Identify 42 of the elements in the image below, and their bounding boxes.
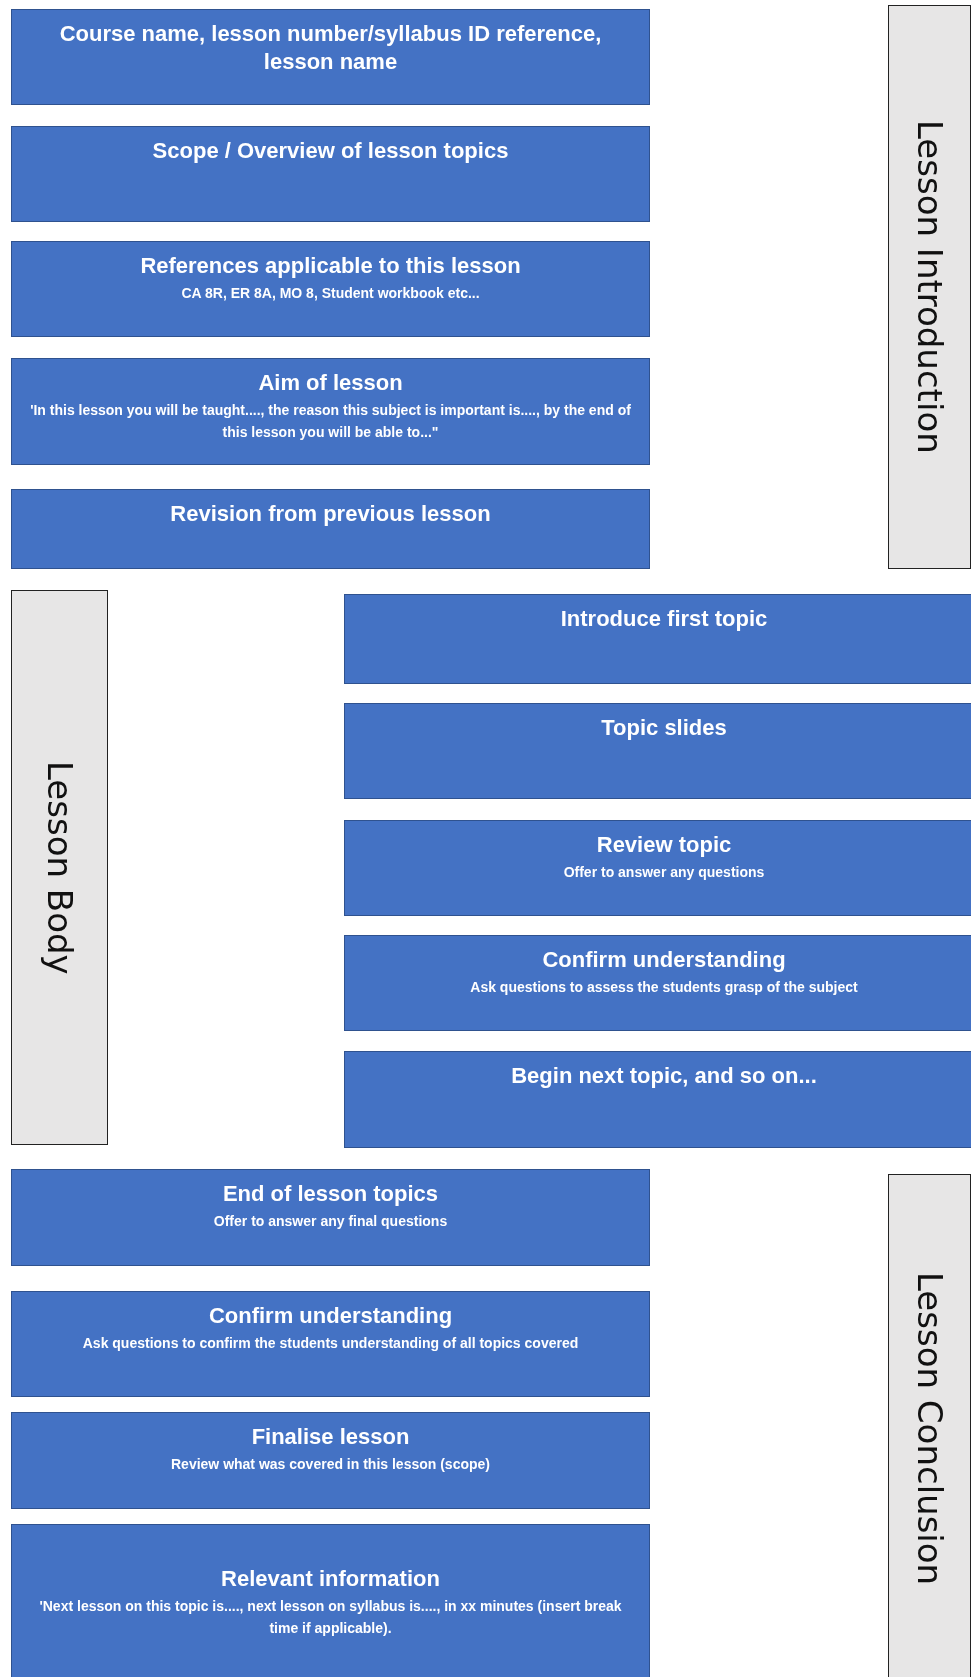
step-title: Course name, lesson number/syllabus ID reference, lesson name — [58, 20, 603, 75]
step-box — [11, 358, 650, 465]
step-box — [11, 126, 650, 222]
step-title: Topic slides — [600, 714, 728, 742]
step-description: Offer to answer any final questions — [212, 1211, 449, 1231]
step-title: Confirm understanding — [541, 946, 787, 974]
step-description: Offer to answer any questions — [562, 862, 766, 882]
step-box — [11, 489, 650, 569]
step-box — [344, 703, 971, 799]
step-title: End of lesson topics — [221, 1180, 440, 1208]
step-box — [11, 241, 650, 337]
step-box — [11, 9, 650, 105]
step-title: Begin next topic, and so on... — [510, 1062, 818, 1090]
step-title: References applicable to this lesson — [139, 252, 522, 280]
step-description: 'Next lesson on this topic is...., next lesson on syllabus is...., in xx minutes (insert break time if applicable). — [38, 1596, 623, 1638]
section-band — [888, 5, 971, 569]
step-description: Ask questions to assess the students grasp of the subject — [469, 977, 859, 997]
step-box — [11, 1412, 650, 1509]
step-title: Revision from previous lesson — [169, 500, 492, 528]
section-band — [11, 590, 108, 1145]
step-title: Relevant information — [220, 1565, 441, 1593]
step-box — [344, 935, 971, 1031]
section-title: Lesson Introduction — [909, 120, 950, 454]
step-box — [11, 1524, 650, 1677]
step-description: Ask questions to confirm the students understanding of all topics covered — [81, 1333, 580, 1353]
step-box — [344, 594, 971, 684]
step-title: Review topic — [595, 831, 733, 859]
step-box — [344, 820, 971, 916]
step-title: Introduce first topic — [559, 605, 769, 633]
step-description: Review what was covered in this lesson (scope) — [170, 1454, 491, 1474]
step-box — [11, 1169, 650, 1266]
step-title: Confirm understanding — [207, 1302, 454, 1330]
step-box — [344, 1051, 971, 1148]
step-title: Finalise lesson — [250, 1423, 411, 1451]
step-description: CA 8R, ER 8A, MO 8, Student workbook etc... — [180, 283, 481, 303]
step-title: Scope / Overview of lesson topics — [151, 137, 510, 165]
step-title: Aim of lesson — [257, 369, 404, 397]
section-title: Lesson Body — [39, 760, 80, 975]
step-description: 'In this lesson you will be taught...., the reason this subject is important is...., by the end of this lesson you will be able to..." — [29, 400, 632, 442]
section-title: Lesson Conclusion — [909, 1272, 950, 1586]
step-box — [11, 1291, 650, 1397]
section-band — [888, 1174, 971, 1677]
